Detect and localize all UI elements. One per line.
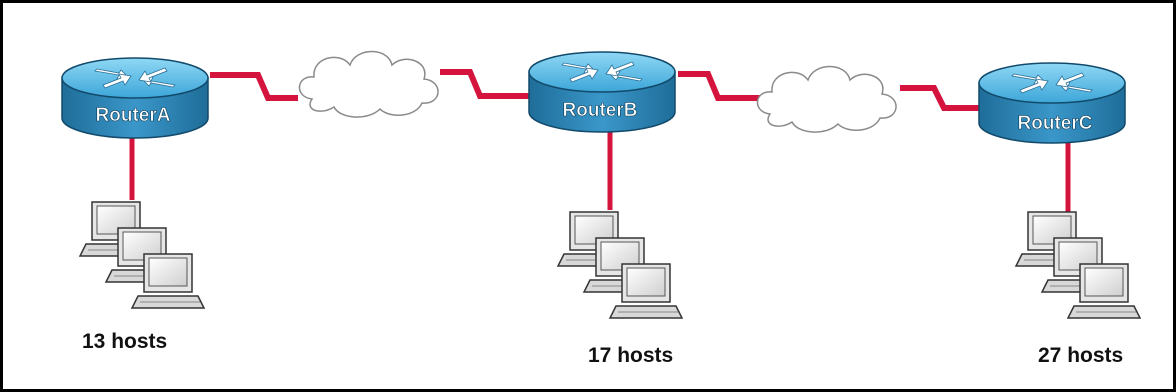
workstation-group-icon — [558, 212, 682, 318]
routerB-hosts-label: 17 hosts — [588, 344, 673, 367]
workstation-group-icon — [1016, 212, 1140, 318]
link-routerB-cloud2 — [678, 71, 760, 101]
router-icon — [61, 57, 209, 139]
routerA-hosts-label: 13 hosts — [82, 330, 167, 353]
lan-links — [129, 128, 1071, 212]
router-b-label: RouterB — [563, 100, 638, 121]
wan-cloud-icon — [298, 50, 439, 118]
workstation-group-icon — [80, 202, 204, 308]
router-a: RouterA — [61, 57, 209, 139]
wan-cloud-icon — [756, 65, 897, 133]
link-routerA-cloud1 — [210, 72, 298, 101]
router-c: RouterC — [978, 62, 1126, 144]
router-a-label: RouterA — [96, 105, 171, 126]
link-cloud2-routerC — [900, 85, 980, 111]
router-c-label: RouterC — [1018, 113, 1093, 134]
router-b: RouterB — [528, 51, 676, 133]
link-cloud1-routerB — [440, 69, 530, 99]
routerC-hosts-label: 27 hosts — [1038, 344, 1123, 367]
serial-links — [210, 69, 980, 111]
